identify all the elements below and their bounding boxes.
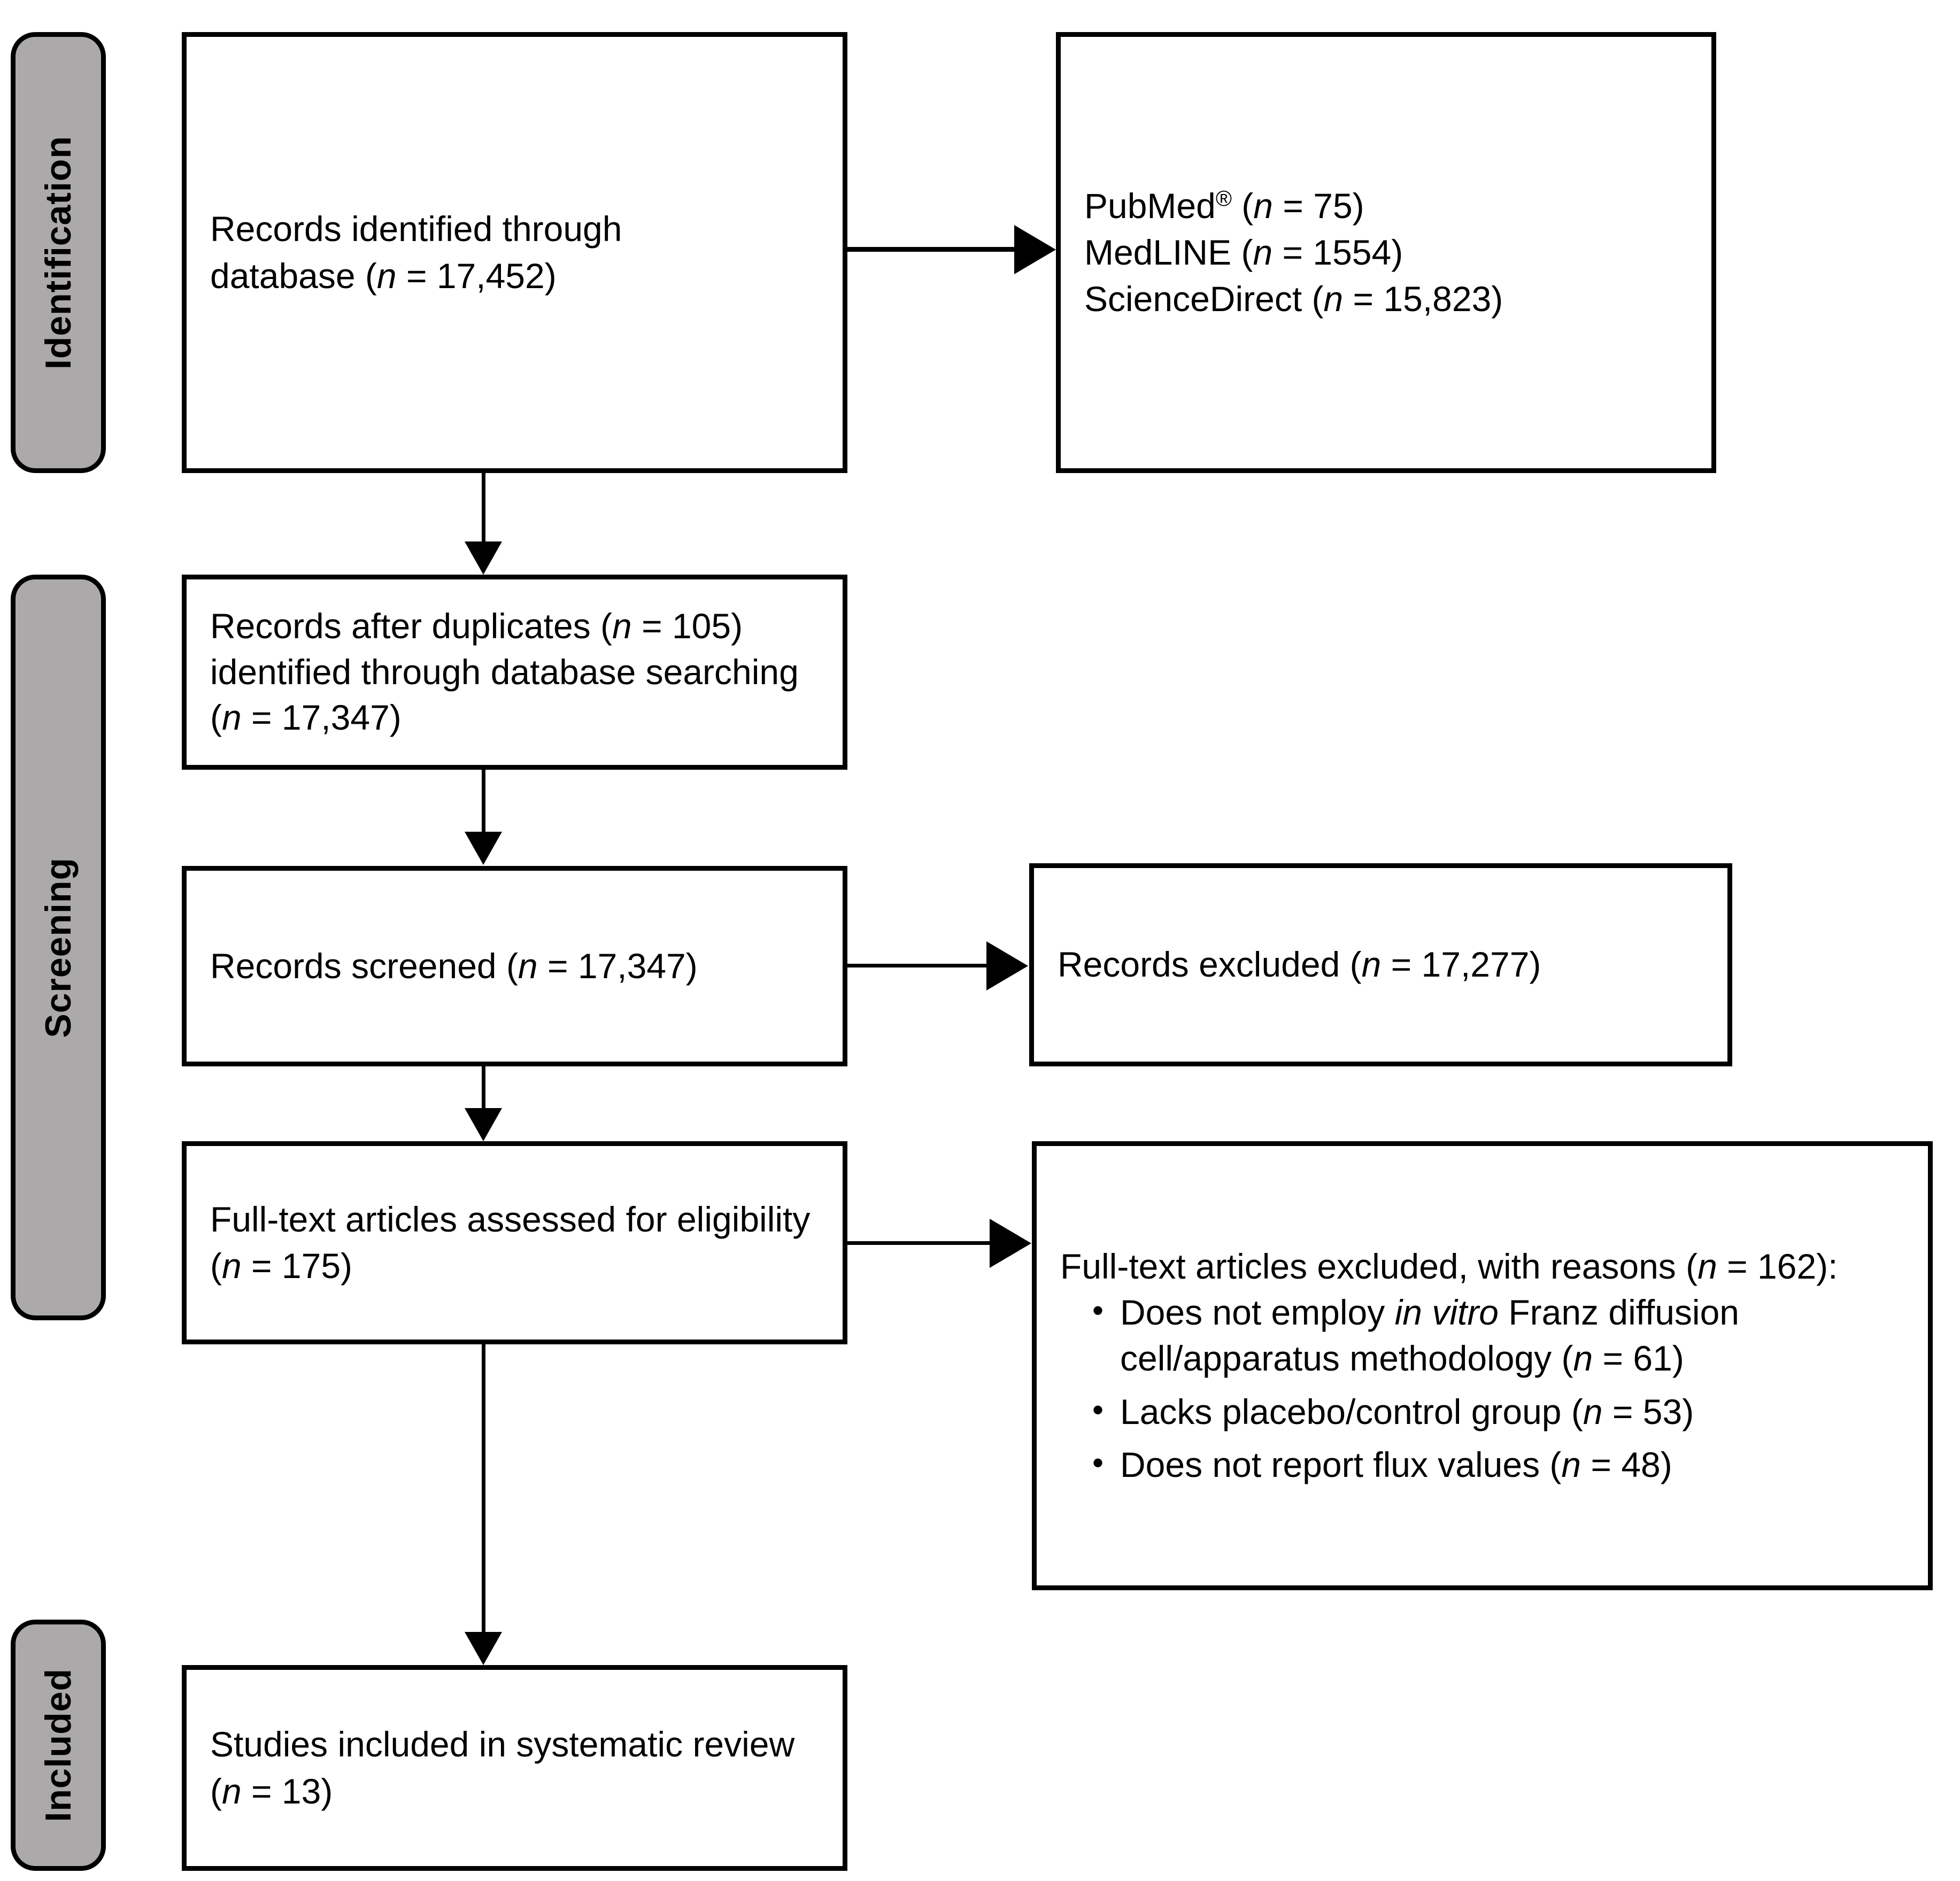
italic-n: n	[518, 946, 538, 986]
connector-fulltext-to-included	[482, 1344, 485, 1633]
connector-identified-to-duplicates	[482, 473, 485, 543]
connector-identified-to-sources	[847, 247, 1018, 252]
stage-label-screening-text: Screening	[38, 857, 79, 1038]
node-records-identified: Records identified through database (n =…	[182, 32, 847, 473]
italic-n: n	[1583, 1391, 1603, 1431]
node-records-identified-text: Records identified through database (n =…	[210, 209, 622, 296]
node-records-screened: Records screened (n = 17,347)	[182, 866, 847, 1066]
connector-screened-to-excluded	[847, 964, 987, 967]
stage-label-included-text: Included	[38, 1668, 79, 1822]
arrowhead-fulltext-to-reasons	[990, 1219, 1031, 1268]
italic-n: n	[1697, 1246, 1717, 1286]
node-fulltext-assessed: Full-text articles assessed for eligibil…	[182, 1141, 847, 1344]
arrowhead-screened-to-excluded	[986, 941, 1028, 990]
source-line-medline: MedLINE (n = 1554)	[1084, 232, 1403, 272]
node-studies-included-text: Studies included in systematic review (n…	[210, 1724, 795, 1811]
stage-label-identification-text: Identification	[38, 135, 79, 370]
italic-n: n	[1253, 232, 1273, 272]
italic-n: n	[1561, 1445, 1581, 1485]
connector-screened-to-fulltext	[482, 1066, 485, 1109]
italic-n: n	[1253, 185, 1274, 226]
arrowhead-screened-to-fulltext	[465, 1108, 502, 1141]
reasons-list: Does not employ in vitro Franz diffusion…	[1060, 1290, 1904, 1488]
arrowhead-fulltext-to-included	[465, 1632, 502, 1665]
connector-fulltext-to-reasons	[847, 1241, 991, 1245]
italic-n: n	[376, 256, 397, 296]
node-database-sources: PubMed® (n = 75) MedLINE (n = 1554) Scie…	[1056, 32, 1716, 473]
italic-n: n	[1323, 279, 1344, 319]
reason-item: Does not employ in vitro Franz diffusion…	[1092, 1290, 1904, 1382]
connector-duplicates-to-screened	[482, 770, 485, 833]
stage-label-screening: Screening	[11, 575, 106, 1320]
stage-label-identification: Identification	[11, 32, 106, 473]
italic-n: n	[1361, 945, 1382, 985]
reason-item: Does not report flux values (n = 48)	[1092, 1442, 1904, 1488]
reasons-heading: Full-text articles excluded, with reason…	[1060, 1246, 1838, 1286]
italic-n: n	[221, 698, 242, 738]
stage-label-included: Included	[11, 1620, 106, 1871]
node-records-screened-text: Records screened (n = 17,347)	[210, 946, 698, 986]
node-records-excluded: Records excluded (n = 17,277)	[1029, 863, 1732, 1066]
node-fulltext-assessed-text: Full-text articles assessed for eligibil…	[210, 1199, 811, 1286]
node-records-after-duplicates: Records after duplicates (n = 105) ident…	[182, 575, 847, 770]
italic-n: n	[221, 1246, 242, 1286]
source-line-sciencedirect: ScienceDirect (n = 15,823)	[1084, 279, 1503, 319]
arrowhead-identified-to-duplicates	[465, 541, 502, 575]
node-fulltext-excluded-reasons: Full-text articles excluded, with reason…	[1032, 1141, 1933, 1590]
reason-item: Lacks placebo/control group (n = 53)	[1092, 1389, 1904, 1435]
arrowhead-duplicates-to-screened	[465, 832, 502, 865]
node-records-after-duplicates-text: Records after duplicates (n = 105) ident…	[210, 606, 799, 738]
italic-n: n	[612, 606, 632, 646]
source-line-pubmed: PubMed® (n = 75)	[1084, 185, 1364, 226]
italic-n: n	[1573, 1338, 1593, 1378]
registered-trademark-icon: ®	[1215, 185, 1232, 211]
italic-in-vitro: in vitro	[1394, 1292, 1499, 1332]
arrowhead-identified-to-sources	[1014, 225, 1056, 274]
node-records-excluded-text: Records excluded (n = 17,277)	[1058, 945, 1541, 985]
italic-n: n	[221, 1771, 242, 1811]
node-studies-included: Studies included in systematic review (n…	[182, 1665, 847, 1871]
